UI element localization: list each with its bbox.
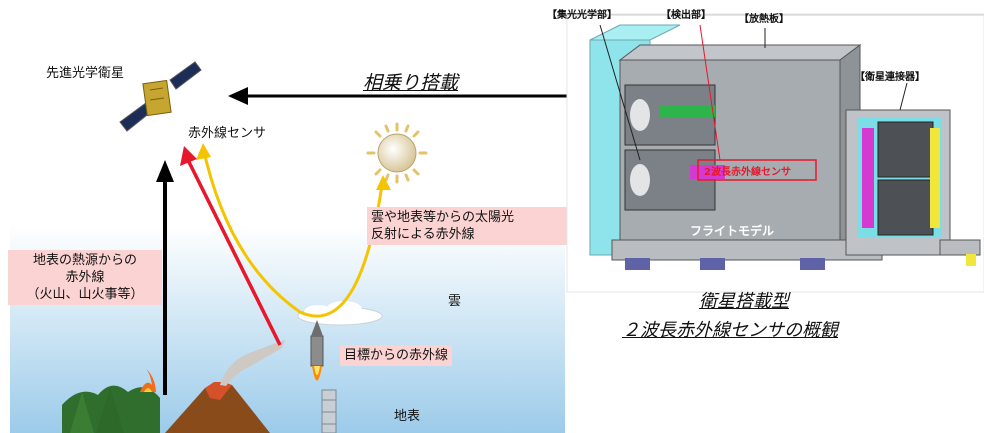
sensor-tag-label: 2波長赤外線センサ [704, 167, 791, 178]
target-ir-arrow [186, 159, 282, 346]
connector-label: 【衛星連接器】 [855, 72, 925, 83]
target-ir-label: 目標からの赤外線 [344, 348, 449, 363]
forest-fire-illustration [62, 368, 160, 433]
yellow-arrowhead [196, 143, 211, 160]
cloud-icon [297, 301, 383, 326]
detector-label: 【検出部】 [661, 10, 711, 21]
optics-label: 【集光光学部】 [547, 10, 617, 21]
volcano-illustration [165, 340, 285, 433]
sun-reflection-line-2: 反射による赤外線 [371, 227, 475, 242]
ground-label: 地表 [394, 409, 421, 424]
sensor-label: 赤外線センサ [188, 126, 267, 141]
sun-reflection-box: 雲や地表等からの太陽光 反射による赤外線 [367, 207, 577, 245]
sun-reflection-line-1: 雲や地表等からの太陽光 [371, 210, 515, 225]
heat-source-line-3: （火山、山火事等） [26, 287, 144, 302]
target-ir-box: 目標からの赤外線 [340, 345, 453, 366]
launch-tower-icon [321, 389, 337, 433]
sunlight-reflection-curve [201, 146, 385, 318]
satellite-label: 先進光学衛星 [46, 66, 125, 81]
heat-source-line-2: 赤外線 [65, 270, 105, 285]
heat-source-box: 地表の熱源からの 赤外線 （火山、山火事等） [8, 250, 162, 305]
heat-source-line-1: 地表の熱源からの [32, 253, 137, 268]
cloud-label: 雲 [448, 294, 462, 309]
rocket-icon [310, 320, 324, 381]
piggyback-label: 相乗り搭載 [363, 72, 459, 94]
sensor-tag-box [697, 159, 817, 181]
flight-model-label: フライトモデル [690, 224, 775, 238]
satellite-icon [119, 61, 202, 132]
caption-line-2: ２波長赤外線センサの概観 [622, 320, 838, 341]
caption-line-1: 衛星搭載型 [699, 291, 789, 312]
sun-icon [366, 122, 428, 184]
radiator-label: 【放熱板】 [739, 14, 789, 25]
